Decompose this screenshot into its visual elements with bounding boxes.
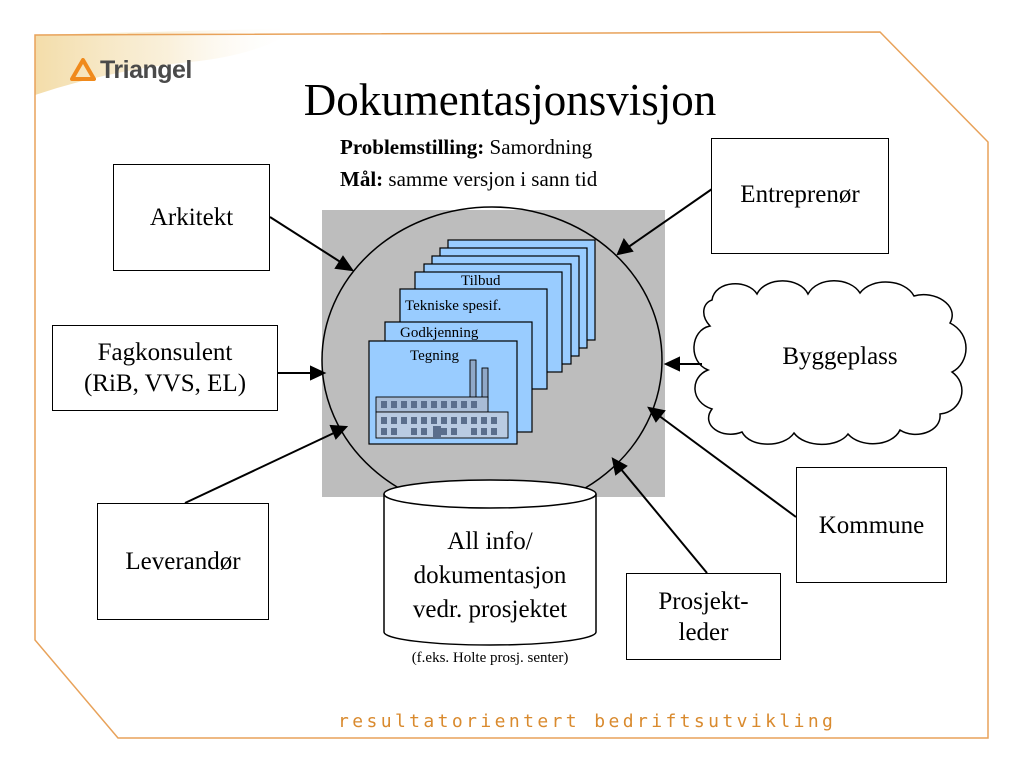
- document-godkjenning-label: Godkjenning: [400, 325, 479, 341]
- actor-kommune-label: Kommune: [818, 511, 925, 539]
- byggeplass-cloud: [693, 280, 967, 446]
- database-cylinder: [383, 479, 597, 646]
- logo-text: Triangel: [100, 55, 192, 84]
- factory-icon: [375, 359, 509, 439]
- slide-frame: [34, 31, 989, 739]
- goal-value: samme versjon i sann tid: [388, 167, 598, 191]
- goal-statement: Mål: samme versjon i sann tid: [340, 166, 597, 192]
- arrow-entreprenor: [626, 188, 713, 249]
- actor-entreprenor: Entreprenør: [711, 138, 889, 254]
- database-label: All info/ dokumentasjon vedr. prosjektet: [384, 525, 596, 627]
- arrow-leverandor: [184, 431, 337, 504]
- actor-prosjektleder: Prosjekt- leder: [626, 573, 781, 660]
- arrows: [184, 188, 797, 574]
- footer-tagline: resultatorientert bedriftsutvikling: [338, 711, 837, 732]
- problem-value: Samordning: [489, 135, 593, 159]
- triangel-logo: Triangel: [70, 55, 192, 85]
- actor-fagkonsulent-line1: Fagkonsulent: [97, 339, 233, 366]
- document-stack: [368, 239, 596, 445]
- document-tekniske-label: Tekniske spesif.: [405, 298, 502, 314]
- database-line1: All info/: [447, 528, 533, 555]
- document-tilbud-label: Tilbud: [461, 273, 501, 289]
- triangle-logo-icon: [70, 58, 96, 81]
- arrow-prosjektleder: [619, 467, 708, 574]
- database-caption: (f.eks. Holte prosj. senter): [411, 650, 569, 666]
- actor-leverandor: Leverandør: [97, 503, 269, 620]
- actor-entreprenor-label: Entreprenør: [740, 181, 860, 208]
- arrow-arkitekt: [269, 216, 343, 264]
- goal-label: Mål:: [340, 167, 384, 191]
- actor-arkitekt: Arkitekt: [113, 164, 270, 271]
- actor-kommune: Kommune: [796, 467, 947, 583]
- problem-label: Problemstilling:: [340, 135, 485, 159]
- database-line3: vedr. prosjektet: [412, 596, 568, 623]
- actor-fagkonsulent: Fagkonsulent (RiB, VVS, EL): [52, 325, 278, 411]
- arrow-kommune: [657, 414, 797, 518]
- actor-fagkonsulent-line2: (RiB, VVS, EL): [83, 370, 247, 397]
- actor-byggeplass-label: Byggeplass: [782, 343, 898, 370]
- actor-prosjektleder-line2: leder: [678, 618, 729, 646]
- actor-leverandor-label: Leverandør: [125, 548, 241, 575]
- actor-prosjektleder-line1: Prosjekt-: [658, 587, 749, 615]
- slide-title: Dokumentasjonsvisjon: [303, 75, 717, 125]
- database-line2: dokumentasjon: [413, 562, 567, 589]
- actor-arkitekt-label: Arkitekt: [149, 204, 234, 231]
- problem-statement: Problemstilling: Samordning: [340, 134, 592, 160]
- document-tegning-label: Tegning: [410, 348, 459, 364]
- decorative-swoosh: [35, 28, 300, 95]
